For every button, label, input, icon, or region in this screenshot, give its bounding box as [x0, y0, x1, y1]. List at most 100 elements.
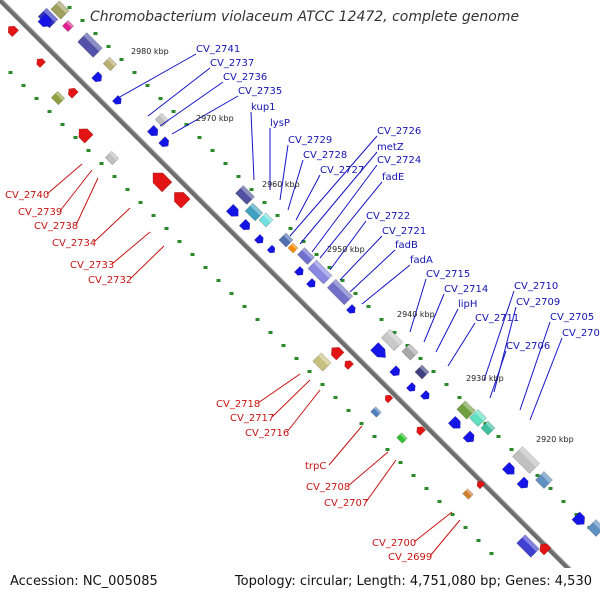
forward-gene-label[interactable]: metZ — [377, 142, 404, 153]
forward-gene-block[interactable] — [414, 364, 430, 380]
forward-gene-block[interactable] — [480, 420, 496, 436]
forward-gene-block[interactable] — [244, 202, 264, 222]
forward-gene-block[interactable] — [225, 203, 242, 220]
forward-gene-block[interactable] — [401, 343, 419, 361]
forward-gene-label[interactable]: CV_2737 — [210, 58, 254, 69]
forward-gene-block[interactable] — [235, 185, 255, 205]
forward-gene-label[interactable]: CV_2724 — [377, 155, 421, 166]
forward-gene-block[interactable] — [158, 136, 172, 150]
forward-gene-label[interactable]: fadA — [410, 255, 433, 266]
forward-gene-block[interactable] — [266, 244, 277, 255]
reverse-gene-label[interactable]: CV_2700 — [372, 538, 416, 549]
forward-gene-label[interactable]: CV_2704 — [562, 328, 600, 339]
forward-gene-block[interactable] — [405, 381, 417, 393]
forward-gene-block[interactable] — [293, 265, 305, 277]
forward-gene-label[interactable]: CV_2706 — [506, 341, 550, 352]
reverse-gene-label[interactable]: CV_2734 — [52, 238, 96, 249]
reverse-gene-block[interactable] — [34, 56, 47, 69]
reverse-gene-block[interactable] — [170, 188, 191, 209]
forward-gene-block[interactable] — [278, 232, 294, 248]
forward-gene-block[interactable] — [253, 233, 265, 245]
forward-gene-block[interactable] — [307, 259, 333, 285]
reverse-gene-block[interactable] — [370, 406, 382, 418]
reverse-gene-label[interactable]: CV_2699 — [388, 552, 432, 563]
reverse-gene-label[interactable]: CV_2732 — [88, 275, 132, 286]
forward-gene-label[interactable]: CV_2727 — [320, 165, 364, 176]
reverse-gene-block[interactable] — [383, 393, 394, 404]
forward-gene-label[interactable]: CV_2726 — [377, 126, 421, 137]
forward-gene-block[interactable] — [345, 303, 357, 315]
forward-gene-block[interactable] — [61, 19, 75, 33]
reverse-gene-block[interactable] — [104, 150, 120, 166]
reverse-gene-block[interactable] — [328, 344, 345, 361]
forward-gene-block[interactable] — [102, 56, 118, 72]
reverse-gene-block[interactable] — [537, 541, 552, 556]
reverse-gene-block[interactable] — [462, 488, 474, 500]
forward-gene-label[interactable]: CV_2709 — [516, 297, 560, 308]
reverse-gene-block[interactable] — [148, 168, 173, 193]
forward-gene-block[interactable] — [447, 415, 464, 432]
reverse-gene-label[interactable]: CV_2738 — [34, 221, 78, 232]
forward-gene-label[interactable]: CV_2735 — [238, 86, 282, 97]
forward-gene-label[interactable]: CV_2711 — [475, 313, 519, 324]
reverse-gene-block[interactable] — [475, 479, 486, 490]
forward-gene-block[interactable] — [50, 0, 70, 20]
forward-gene-label[interactable]: CV_2714 — [444, 284, 488, 295]
reverse-gene-label[interactable]: CV_2717 — [230, 413, 274, 424]
reverse-gene-block[interactable] — [516, 534, 540, 558]
reverse-gene-label[interactable]: trpC — [305, 461, 326, 472]
forward-gene-block[interactable] — [91, 71, 105, 85]
forward-gene-block[interactable] — [146, 124, 160, 138]
forward-gene-block[interactable] — [287, 242, 299, 254]
reverse-gene-block[interactable] — [66, 86, 79, 99]
reverse-gene-label[interactable]: CV_2718 — [216, 399, 260, 410]
forward-gene-block[interactable] — [456, 400, 476, 420]
forward-gene-block[interactable] — [535, 471, 553, 489]
forward-gene-block[interactable] — [258, 212, 274, 228]
forward-gene-label[interactable]: CV_2736 — [223, 72, 267, 83]
forward-gene-block[interactable] — [154, 112, 170, 128]
forward-gene-label[interactable]: CV_2705 — [550, 312, 594, 323]
reverse-gene-label[interactable]: CV_2707 — [324, 498, 368, 509]
forward-gene-block[interactable] — [326, 278, 354, 306]
forward-gene-label[interactable]: CV_2721 — [382, 226, 426, 237]
reverse-gene-block[interactable] — [75, 125, 94, 144]
forward-gene-block[interactable] — [462, 430, 477, 445]
forward-gene-block[interactable] — [516, 476, 531, 491]
forward-gene-block[interactable] — [469, 409, 487, 427]
forward-gene-block[interactable] — [238, 218, 252, 232]
forward-gene-label[interactable]: CV_2722 — [366, 211, 410, 222]
forward-gene-label[interactable]: lipH — [458, 299, 477, 310]
forward-gene-block[interactable] — [512, 446, 540, 474]
forward-gene-block[interactable] — [297, 247, 315, 265]
forward-gene-block[interactable] — [389, 365, 403, 379]
reverse-gene-block[interactable] — [50, 90, 66, 106]
forward-gene-block[interactable] — [571, 511, 588, 528]
forward-gene-label[interactable]: CV_2710 — [514, 281, 558, 292]
forward-gene-label[interactable]: kup1 — [251, 102, 276, 113]
forward-gene-label[interactable]: fadE — [382, 172, 404, 183]
reverse-gene-label[interactable]: CV_2716 — [245, 428, 289, 439]
forward-gene-block[interactable] — [111, 94, 123, 106]
reverse-gene-block[interactable] — [312, 352, 332, 372]
forward-gene-block[interactable] — [419, 389, 431, 401]
reverse-gene-block[interactable] — [396, 432, 408, 444]
forward-gene-label[interactable]: CV_2728 — [303, 150, 347, 161]
forward-gene-block[interactable] — [305, 277, 317, 289]
forward-gene-label[interactable]: fadB — [395, 240, 418, 251]
forward-gene-block[interactable] — [501, 461, 518, 478]
reverse-gene-label[interactable]: CV_2739 — [18, 207, 62, 218]
forward-gene-label[interactable]: CV_2729 — [288, 135, 332, 146]
forward-gene-block[interactable] — [381, 329, 403, 351]
forward-gene-block[interactable] — [77, 32, 103, 58]
forward-gene-label[interactable]: lysP — [270, 118, 290, 129]
forward-gene-block[interactable] — [370, 342, 389, 361]
reverse-gene-block[interactable] — [342, 358, 355, 371]
forward-gene-label[interactable]: CV_2715 — [426, 269, 470, 280]
reverse-gene-label[interactable]: CV_2740 — [5, 190, 49, 201]
reverse-gene-label[interactable]: CV_2708 — [306, 482, 350, 493]
forward-gene-label[interactable]: CV_2741 — [196, 44, 240, 55]
reverse-gene-block[interactable] — [5, 23, 20, 38]
reverse-gene-label[interactable]: CV_2733 — [70, 260, 114, 271]
forward-gene-block[interactable] — [37, 13, 54, 30]
